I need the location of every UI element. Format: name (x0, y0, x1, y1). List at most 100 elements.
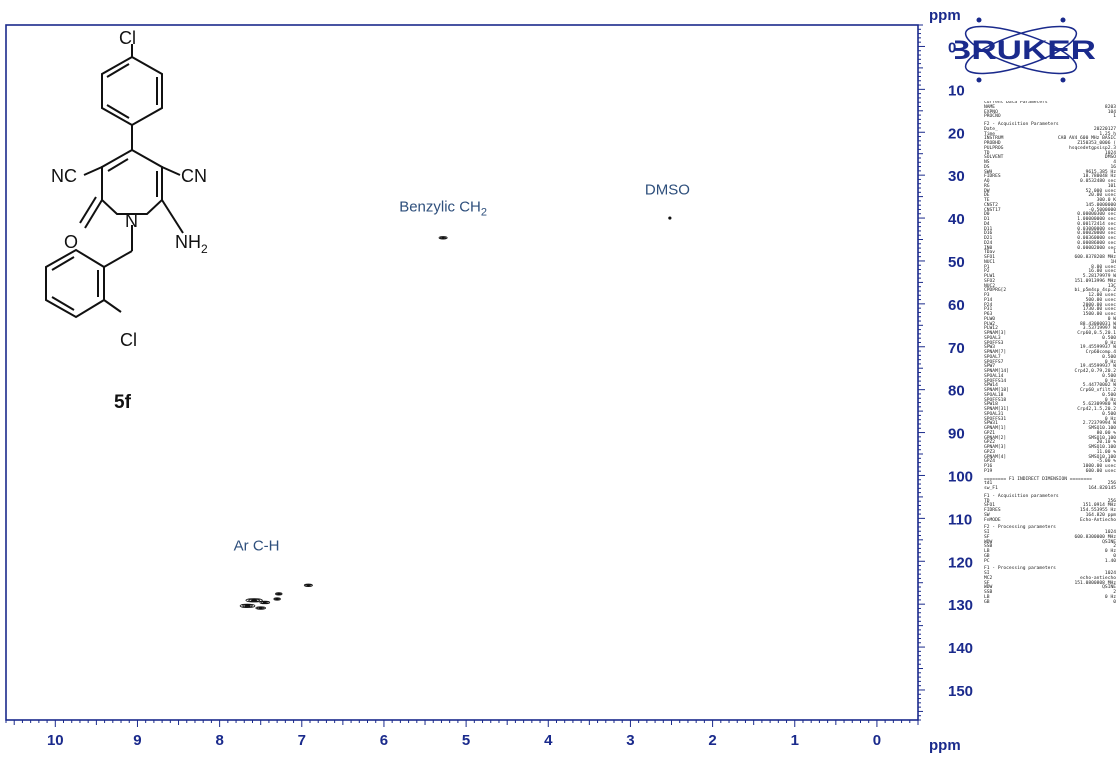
cross-peak (668, 216, 672, 220)
pyridone-ring (101, 148, 163, 215)
cross-peak (275, 592, 283, 596)
y-tick-label: 80 (948, 383, 965, 400)
chlorobenzyl-ring (45, 248, 105, 319)
x-tick-label: 8 (215, 732, 223, 749)
y-tick-label: 30 (948, 168, 965, 185)
parameter-row: GPNAM[3]SMSQ10.100 (984, 445, 1116, 450)
plot-frame (5, 24, 919, 721)
x-tick-label: 6 (380, 732, 388, 749)
cross-peaks (239, 216, 672, 610)
y-tick-label: 130 (948, 597, 973, 614)
atom-label-o: O (64, 232, 78, 252)
cross-peak (245, 598, 263, 603)
peak-annotation: Ar C-H (234, 538, 280, 555)
logo-text: BRUKER (955, 35, 1096, 65)
cross-peak (239, 603, 256, 608)
parameter-section-title: F2 - Processing parameters (984, 525, 1056, 531)
bruker-logo: BRUKER (955, 17, 1096, 83)
parameter-row: GPZ4-5.00 % (984, 459, 1116, 465)
x-tick-label: 9 (133, 732, 141, 749)
parameter-row: SPNAM[7]Crp60comp.4 (984, 350, 1116, 355)
atom-label-cl-top: Cl (119, 28, 136, 48)
x-tick-label: 2 (708, 732, 716, 749)
parameter-section-title: F2 - Acquisition Parameters (984, 122, 1059, 127)
x-tick-label: 1 (791, 732, 799, 749)
cross-peak (259, 600, 271, 605)
x-tick-label: 4 (544, 732, 553, 749)
cross-peak (273, 597, 281, 601)
compound-label: 5f (114, 392, 132, 413)
y-tick-label: 120 (948, 554, 973, 571)
parameter-row: CNST17-0.5000000 (984, 207, 1116, 213)
x-tick-label: 5 (462, 732, 470, 749)
x-tick-label: 10 (47, 732, 64, 749)
y-axis-ticks (918, 24, 925, 721)
y-tick-label: 100 (948, 468, 973, 485)
chlorophenyl-ring (101, 55, 163, 127)
x-tick-label: 3 (626, 732, 634, 749)
x-axis-ticks (5, 720, 919, 727)
parameter-section-title: F1 - Processing parameters (984, 566, 1056, 572)
y-tick-label: 0 (948, 39, 956, 56)
cross-peak (255, 606, 267, 610)
y-axis-unit-label: ppm (929, 7, 961, 24)
molecule-structure (45, 44, 184, 319)
parameter-row: GPNAM[1]SMSQ10.100 (984, 426, 1116, 431)
atom-label-nh2: NH2 (175, 232, 208, 256)
parameter-row: GPNAM[2]SMSQ10.100 (984, 435, 1116, 441)
parameter-row: GPNAM[4]SMSQ10.100 (984, 454, 1116, 460)
x-tick-label: 7 (298, 732, 306, 749)
y-tick-label: 60 (948, 297, 965, 314)
